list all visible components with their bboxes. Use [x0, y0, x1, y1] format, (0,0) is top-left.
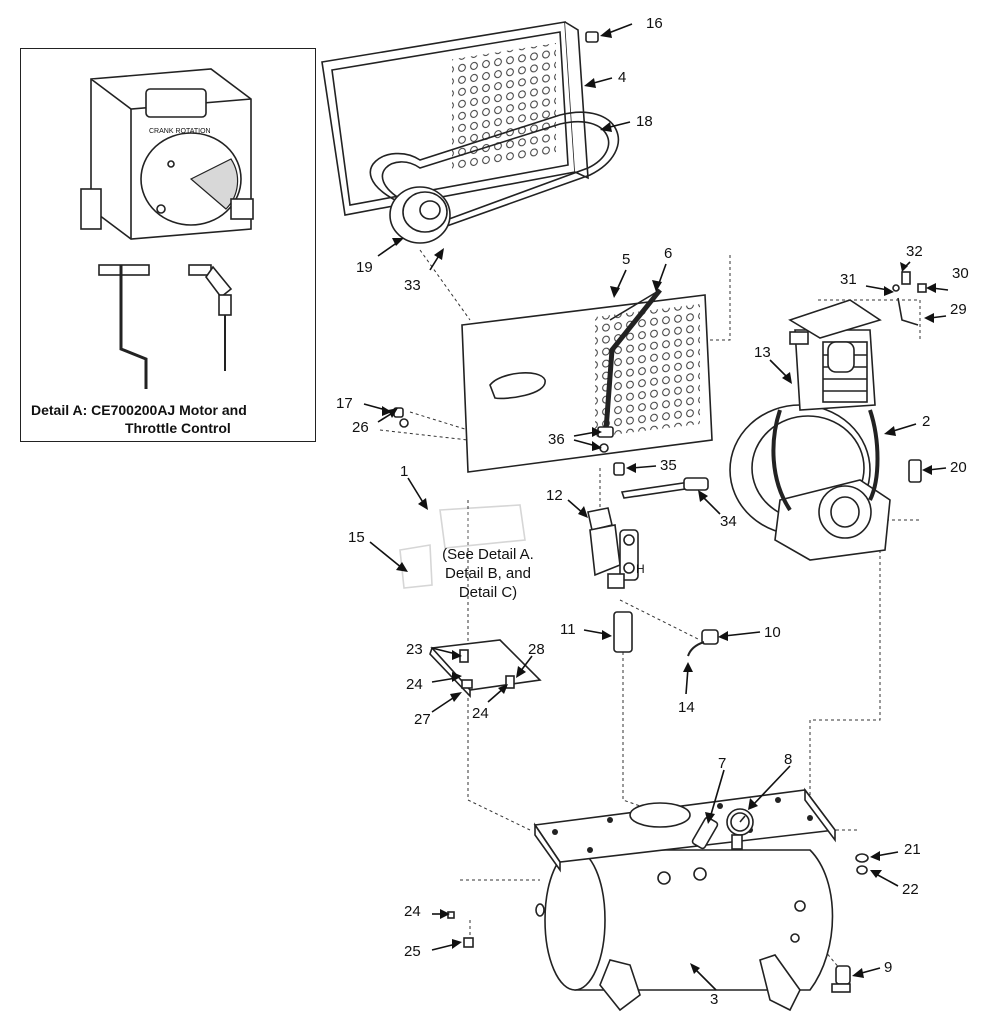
callout-33: 33 — [404, 277, 421, 294]
compressor-pump — [729, 299, 891, 561]
callout-12: 12 — [546, 487, 563, 504]
callout-26: 26 — [352, 419, 369, 436]
callout-13: 13 — [754, 344, 771, 361]
drain-valve — [687, 629, 719, 657]
callout-2: 2 — [922, 413, 930, 430]
detail-a-caption: Detail A: CE700200AJ Motor and Throttle … — [31, 401, 311, 437]
unloader-tube-fittings — [892, 271, 927, 326]
tank-nut — [463, 937, 474, 948]
callout-arrows — [363, 23, 949, 991]
callout-21: 21 — [904, 841, 921, 858]
see-detail-note: (See Detail A. Detail B, and Detail C) — [428, 545, 548, 602]
tank-plug — [855, 853, 869, 863]
callout-8: 8 — [784, 751, 792, 768]
callout-labels: 16 4 18 19 33 5 6 32 31 30 29 13 2 17 26… — [336, 15, 969, 1008]
see-detail-line3: Detail C) — [458, 584, 518, 601]
detail-a-caption-line1: Detail A: CE700200AJ Motor and — [31, 402, 247, 418]
callout-6: 6 — [664, 245, 672, 262]
drive-belt — [369, 111, 619, 233]
discharge-tube — [603, 288, 662, 431]
callout-23: 23 — [406, 641, 423, 658]
belt-guard-fitting — [585, 31, 599, 43]
callout-15: 15 — [348, 529, 365, 546]
callout-34: 34 — [720, 513, 737, 530]
see-detail-line2: Detail B, and — [445, 565, 531, 582]
callout-5: 5 — [622, 251, 630, 268]
callout-19: 19 — [356, 259, 373, 276]
callout-22: 22 — [902, 881, 919, 898]
callout-18: 18 — [636, 113, 653, 130]
detail-a-inset: CRANK ROTATION Detail A: CE700200AJ Moto… — [20, 48, 316, 442]
callout-25: 25 — [404, 943, 421, 960]
engine-pulley — [389, 186, 451, 244]
callout-35: 35 — [660, 457, 677, 474]
throttle-lever-drawing — [98, 264, 150, 389]
see-detail-line1: (See Detail A. — [442, 546, 534, 563]
callout-7: 7 — [718, 755, 726, 772]
engine-rotation-label: CRANK ROTATION — [149, 128, 211, 135]
guard-washer — [399, 418, 409, 428]
rod-end-fitting — [613, 462, 625, 476]
callout-24b: 24 — [472, 705, 489, 722]
callout-16: 16 — [646, 15, 663, 32]
belt-guard-front — [461, 289, 713, 473]
callout-1: 1 — [400, 463, 408, 480]
tank-drain-cock — [831, 965, 851, 993]
callout-14: 14 — [678, 699, 695, 716]
callout-31: 31 — [840, 271, 857, 288]
pump-bolt — [908, 459, 922, 483]
callout-36: 36 — [548, 431, 565, 448]
pump-letter: H — [636, 562, 645, 576]
callout-32: 32 — [906, 243, 923, 260]
tank-port-right — [693, 867, 707, 881]
callout-24a: 24 — [406, 676, 423, 693]
callout-4: 4 — [618, 69, 626, 86]
detail-a-drawing: CRANK ROTATION — [80, 68, 254, 389]
safety-valve — [691, 816, 719, 850]
callout-20: 20 — [950, 459, 967, 476]
drive-belt-inner — [381, 121, 610, 227]
pressure-gauge — [726, 808, 754, 850]
throttle-cable-drawing — [188, 264, 233, 371]
callout-29: 29 — [950, 301, 967, 318]
pressure-valve-assembly — [587, 507, 639, 589]
tank-nipple — [613, 611, 633, 653]
callout-30: 30 — [952, 265, 969, 282]
callout-28: 28 — [528, 641, 545, 658]
tank-mount-plate — [533, 787, 837, 873]
connecting-rod — [620, 477, 709, 499]
belt-guard-back — [321, 21, 589, 216]
callout-10: 10 — [764, 624, 781, 641]
callout-9: 9 — [884, 959, 892, 976]
tank-plug-washer — [856, 865, 868, 875]
engine-outline — [399, 504, 526, 589]
engine-drawing: CRANK ROTATION — [80, 68, 254, 240]
callout-11: 11 — [560, 621, 576, 638]
callout-27: 27 — [414, 711, 431, 728]
tank-bolt — [447, 911, 455, 919]
air-tank — [535, 849, 834, 1012]
callout-3: 3 — [710, 991, 718, 1008]
detail-a-caption-line2: Throttle Control — [125, 420, 231, 436]
tank-port-left — [657, 871, 671, 885]
callout-24c: 24 — [404, 903, 421, 920]
callout-17: 17 — [336, 395, 353, 412]
